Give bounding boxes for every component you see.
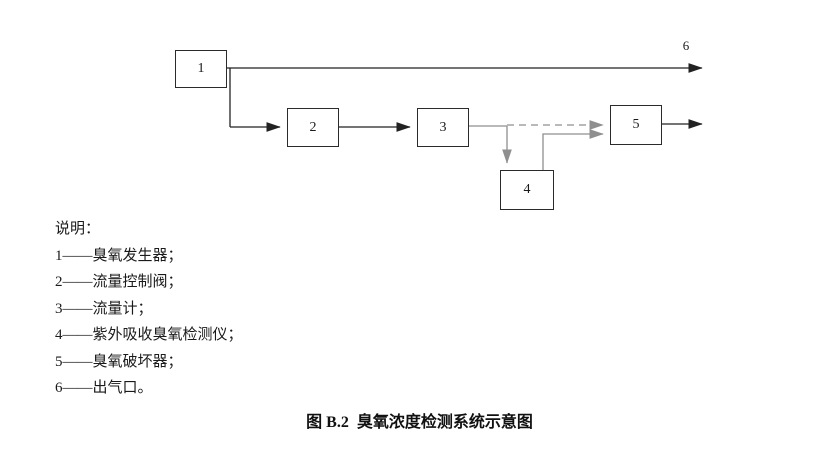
legend-item: 5——臭氧破坏器；: [55, 353, 183, 370]
flow-box-flow-control-valve: 2: [287, 108, 339, 147]
legend-item: 6——出气口。: [55, 380, 153, 396]
flow-box-ozone-generator: 1: [175, 50, 227, 88]
legend: 说明： 1——臭氧发生器； 2——流量控制阀； 3——流量计； 4——紫外吸收臭…: [55, 216, 243, 402]
legend-item: 3——流量计；: [55, 300, 153, 317]
legend-title: 说明：: [55, 221, 101, 237]
flow-box-label: 1: [197, 61, 205, 76]
figure-caption: 图 B.2 臭氧浓度检测系统示意图: [306, 414, 533, 431]
legend-item: 1——臭氧发生器；: [55, 247, 183, 264]
outlet-label: 6: [682, 38, 690, 53]
legend-item: 2——流量控制阀；: [55, 274, 183, 290]
flow-box-flow-meter: 3: [417, 108, 469, 147]
flow-box-uv-ozone-detector: 4: [500, 170, 554, 210]
flow-box-label: 2: [309, 119, 317, 135]
flow-box-label: 5: [632, 117, 640, 132]
flow-box-ozone-destructor: 5: [610, 105, 662, 145]
flow-box-label: 3: [439, 119, 447, 135]
legend-item: 4——紫外吸收臭氧检测仪；: [55, 327, 243, 343]
flow-box-label: 4: [523, 182, 531, 197]
